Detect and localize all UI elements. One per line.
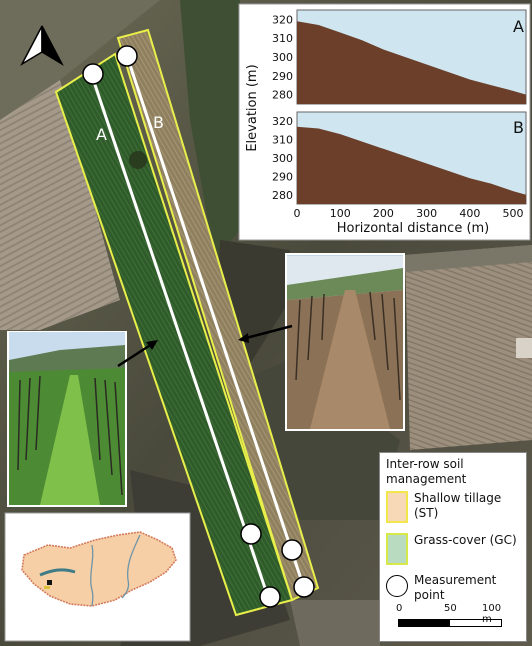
x-tick-label: 100 [330,207,351,220]
field-patch [0,80,120,330]
arrow-to-tillage-strip [238,324,293,343]
legend-swatch-grass [386,533,408,565]
building [516,338,532,358]
x-tick-label: 200 [373,207,394,220]
field-patch [290,600,380,646]
measurement-point[interactable] [240,523,262,545]
scale-bar: 0 50 100 m [392,603,512,639]
measurement-point[interactable] [259,586,281,608]
y-tick-label: 310 [272,134,293,147]
field-patch [405,245,532,450]
legend-item-measurement-point: Measurement point [386,573,522,603]
transect-label-b: B [153,113,164,132]
woodland-patch [180,0,240,260]
y-tick-label: 310 [272,32,293,45]
y-tick-label: 280 [272,89,293,102]
y-tick-label: 320 [272,115,293,128]
legend-swatch-tillage [386,491,408,523]
profile-terrain-area [297,21,526,105]
scale-label-50: 50 [444,603,457,614]
measurement-point[interactable] [116,45,138,67]
profile-b-label: B [513,118,524,137]
transect-line-a [90,75,270,598]
measurement-point[interactable] [281,539,303,561]
profile-terrain-area [297,126,526,204]
legend-item-grass-cover: Grass-cover (GC) [386,533,522,565]
profile-a-label: A [513,17,524,36]
y-tick-label: 290 [272,70,293,83]
x-tick-label: 400 [459,207,480,220]
profile-ylabel: Elevation (m) [245,64,260,151]
arrow-to-grass-strip [117,340,158,368]
legend-label-tillage: Shallow tillage (ST) [414,491,502,520]
tillage-strip-b [116,28,320,602]
north-arrow-icon [20,25,64,67]
measurement-point[interactable] [82,63,104,85]
photo-shallow-tillage [285,253,405,431]
x-tick-label: 0 [294,207,301,220]
y-tick-label: 300 [272,51,293,64]
tree [129,151,147,169]
hungary-inset-map [4,512,191,642]
y-tick-label: 280 [272,189,293,202]
y-tick-label: 290 [272,170,293,183]
legend-item-shallow-tillage: Shallow tillage (ST) [386,491,522,523]
woodland-patch [240,360,400,520]
measurement-point-icon [386,575,408,597]
scale-label-0: 0 [396,603,403,614]
photo-grass-cover [7,331,127,507]
road [405,245,532,272]
legend-label-grass: Grass-cover (GC) [414,533,517,547]
transect-line-b [125,55,306,589]
y-tick-label: 300 [272,152,293,165]
measurement-point[interactable] [293,576,315,598]
legend-label-measurement: Measurement point [414,573,497,602]
y-tick-label: 320 [272,13,293,26]
profile-b-plot [296,111,527,205]
map-legend: Inter-row soil management Shallow tillag… [379,452,527,642]
scale-bar-graphic [398,619,502,627]
x-tick-label: 300 [416,207,437,220]
transect-label-a: A [96,125,107,144]
x-tick-label: 500 [503,207,524,220]
profile-a-plot [296,9,527,105]
legend-title: Inter-row soil management [386,457,467,486]
profile-xlabel: Horizontal distance (m) [337,221,490,236]
